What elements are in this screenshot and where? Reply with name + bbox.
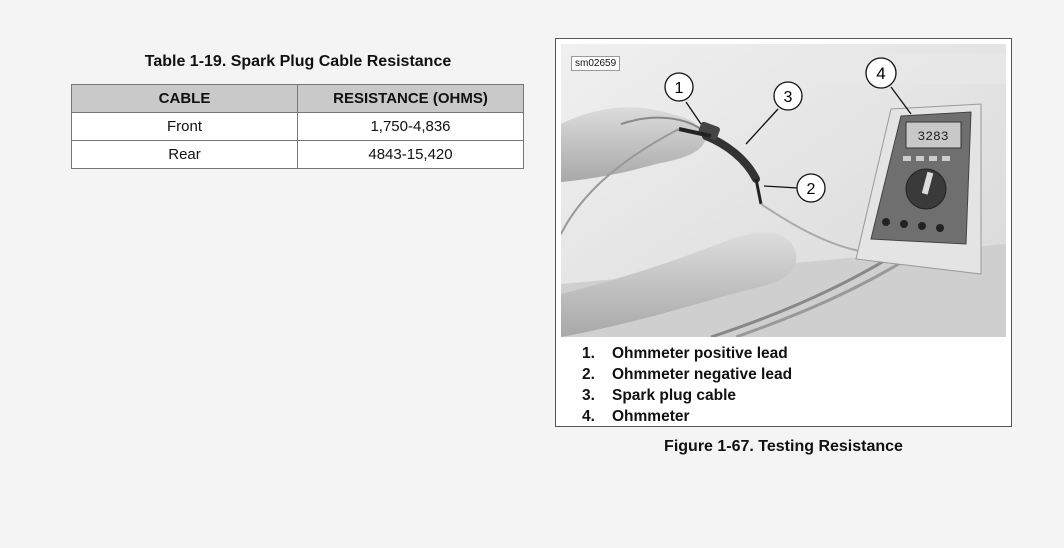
legend-text: Spark plug cable [612, 387, 737, 404]
right-hand [561, 232, 797, 337]
figure-frame: 3283 1 2 [555, 38, 1012, 427]
legend-item: 1. Ohmmeter positive lead [582, 343, 792, 364]
svg-text:3: 3 [784, 89, 793, 106]
resistance-cell: 4843-15,420 [297, 140, 524, 169]
column-header-resistance: RESISTANCE (OHMS) [297, 84, 524, 113]
legend-item: 2. Ohmmeter negative lead [582, 364, 792, 385]
table-row: Front 1,750-4,836 [71, 112, 524, 141]
ohmmeter: 3283 [855, 103, 982, 275]
legend-text: Ohmmeter negative lead [612, 366, 793, 383]
svg-text:1: 1 [675, 80, 684, 97]
table-row: Rear 4843-15,420 [71, 140, 524, 169]
legend-number: 2. [582, 366, 595, 383]
column-header-cable: CABLE [71, 84, 298, 113]
legend-item: 4. Ohmmeter [582, 406, 792, 427]
table-header-row: CABLE RESISTANCE (OHMS) [71, 84, 524, 113]
callout-1: 1 [664, 72, 702, 125]
table-title: Table 1-19. Spark Plug Cable Resistance [144, 53, 452, 70]
legend-number: 3. [582, 387, 595, 404]
cable-cell: Rear [71, 140, 298, 169]
photo-illustration: 3283 1 2 [561, 44, 1006, 337]
callout-3: 3 [745, 81, 803, 145]
figure-caption: Figure 1-67. Testing Resistance [664, 438, 903, 455]
figure-id-label: sm02659 [571, 56, 621, 71]
cable-cell: Front [71, 112, 298, 141]
figure-legend: 1. Ohmmeter positive lead 2. Ohmmeter ne… [582, 343, 792, 427]
meter-display-reading: 3283 [917, 129, 948, 144]
legend-number: 1. [582, 345, 595, 362]
callout-4: 4 [865, 57, 912, 115]
legend-number: 4. [582, 408, 595, 425]
callout-2: 2 [763, 173, 826, 203]
legend-text: Ohmmeter positive lead [612, 345, 788, 362]
spark-plug-cable-resistance-table: CABLE RESISTANCE (OHMS) Front 1,750-4,83… [71, 84, 524, 169]
legend-item: 3. Spark plug cable [582, 385, 792, 406]
svg-text:4: 4 [876, 64, 885, 83]
svg-text:2: 2 [807, 181, 816, 198]
left-hand [561, 107, 706, 182]
legend-text: Ohmmeter [612, 408, 690, 425]
resistance-cell: 1,750-4,836 [297, 112, 524, 141]
ohmmeter-test-photo: 3283 1 2 [561, 44, 1006, 337]
